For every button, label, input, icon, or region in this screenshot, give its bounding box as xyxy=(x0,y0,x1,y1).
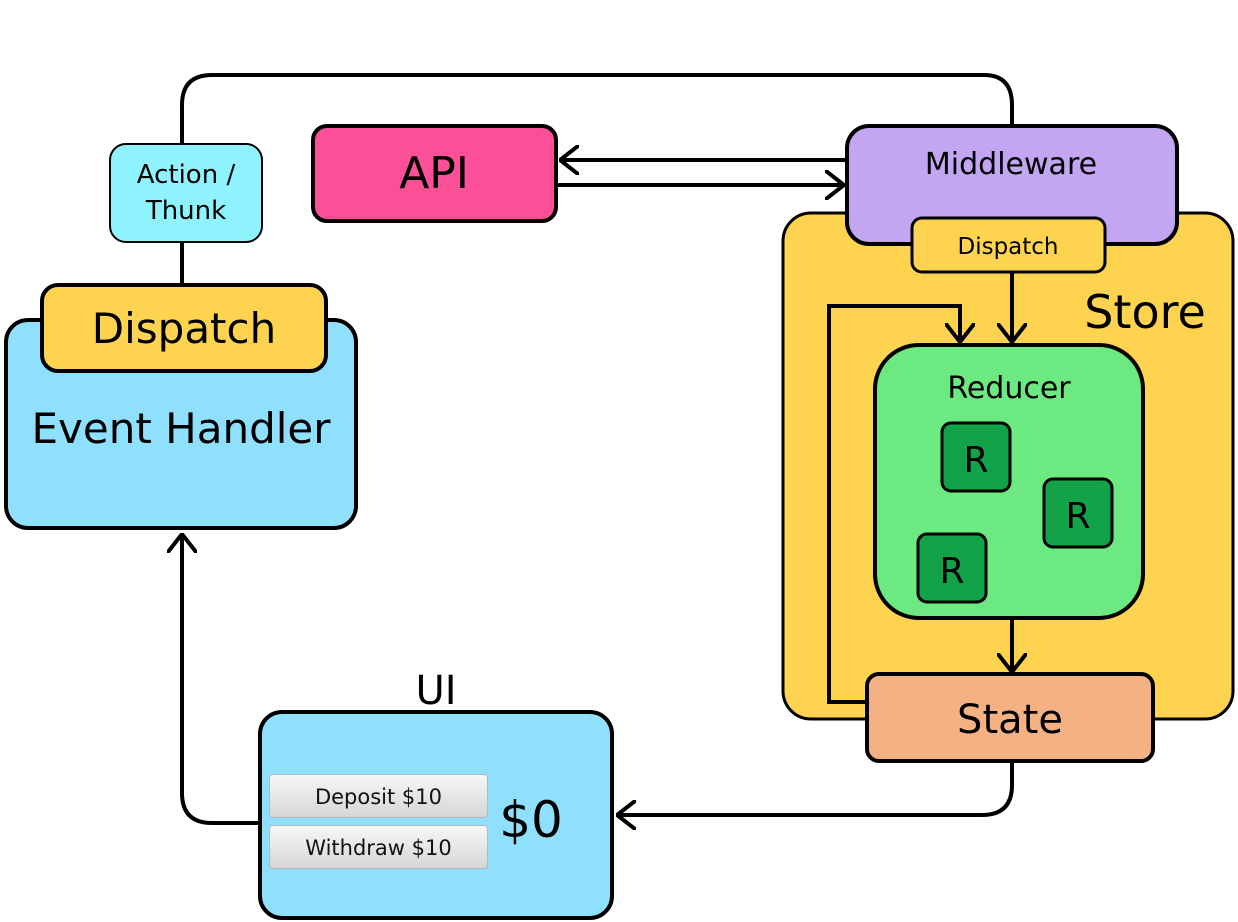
store-dispatch-label: Dispatch xyxy=(957,234,1058,260)
ui-label: UI xyxy=(415,668,456,714)
reducer-item-box xyxy=(940,421,1012,493)
store-label: Store xyxy=(1084,285,1206,339)
reducer-label: Reducer xyxy=(947,371,1071,406)
reducer-item-label: R xyxy=(939,551,964,592)
reducer-item-label: R xyxy=(1065,496,1090,537)
reducer-item-box xyxy=(1042,477,1114,549)
reducer-item-label: R xyxy=(963,440,988,481)
action-label-line1: Action / xyxy=(137,160,236,190)
action-thunk-box xyxy=(109,143,263,243)
middleware-label: Middleware xyxy=(925,147,1097,182)
api-box xyxy=(311,124,558,223)
store-dispatch-box xyxy=(910,216,1107,274)
reducer-item-box xyxy=(916,532,988,604)
deposit-button[interactable]: Deposit $10 xyxy=(269,774,488,818)
handler-dispatch-box xyxy=(40,283,328,373)
event-handler-label: Event Handler xyxy=(31,404,331,453)
withdraw-button[interactable]: Withdraw $10 xyxy=(269,825,488,869)
state-to-ui-arrow xyxy=(617,762,1014,815)
balance-display: $0 xyxy=(499,791,563,849)
action-label-line2: Thunk xyxy=(145,196,226,226)
state-label: State xyxy=(957,697,1063,743)
handler-dispatch-label: Dispatch xyxy=(92,304,276,353)
action-flow-line xyxy=(180,73,1014,287)
state-box xyxy=(865,672,1155,763)
api-label: API xyxy=(399,148,469,199)
ui-to-handler-arrow xyxy=(182,534,260,825)
state-to-reducer-loop-arrow xyxy=(827,304,960,704)
